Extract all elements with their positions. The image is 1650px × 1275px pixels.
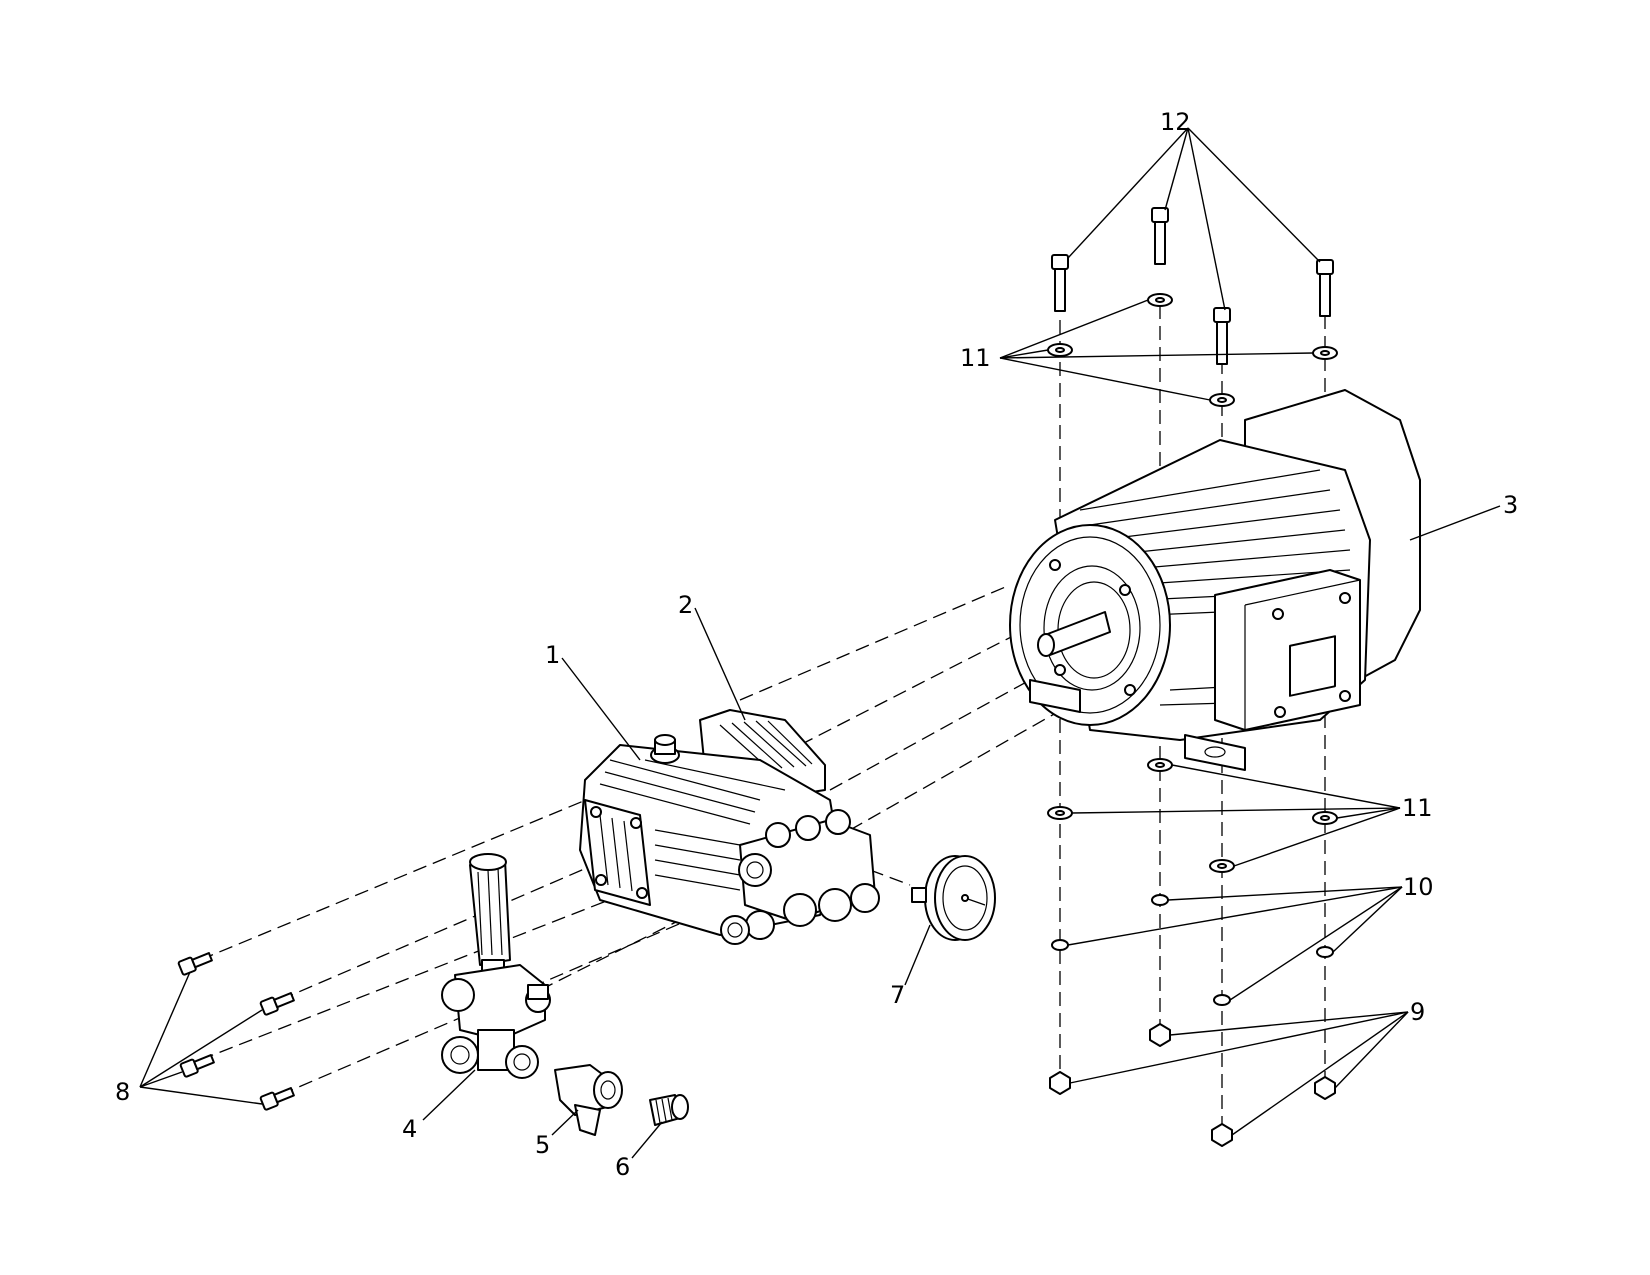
pump-top-fins [599,759,786,825]
callout-3: 3 [1503,491,1518,519]
callout-10: 10 [1403,873,1434,901]
part-8-bolts [177,952,295,1111]
pump-side-cover-ribs [599,814,633,892]
part-10-lock-washers [1051,894,1334,1006]
part-3-electric-motor [1009,389,1421,771]
callout-1: 1 [545,641,560,669]
part-6-fitting [649,1094,689,1126]
part-9-nuts [1049,1023,1336,1147]
callout-leader-lines [139,127,1501,1159]
callout-labels: 1 2 3 4 5 6 7 8 9 10 11 11 12 [115,108,1518,1181]
pump-side-ribs [654,829,741,891]
callout-11-upper: 11 [960,344,991,372]
valve-handle-grip [477,867,503,956]
part-4-unloader-valve [441,853,551,1079]
part-7-pressure-gauge [911,855,996,941]
callout-4: 4 [402,1115,417,1143]
callout-5: 5 [535,1131,550,1159]
callout-7: 7 [890,981,905,1009]
callout-11-lower: 11 [1402,794,1433,822]
callout-2: 2 [678,591,693,619]
callout-12: 12 [1160,108,1191,136]
part-5-filter [554,1064,623,1136]
callout-6: 6 [615,1153,630,1181]
callout-9: 9 [1410,998,1425,1026]
fitting-threads [655,1097,673,1124]
part-12-bolts [1051,207,1334,365]
callout-8: 8 [115,1078,130,1106]
part-1-pump [579,734,880,945]
